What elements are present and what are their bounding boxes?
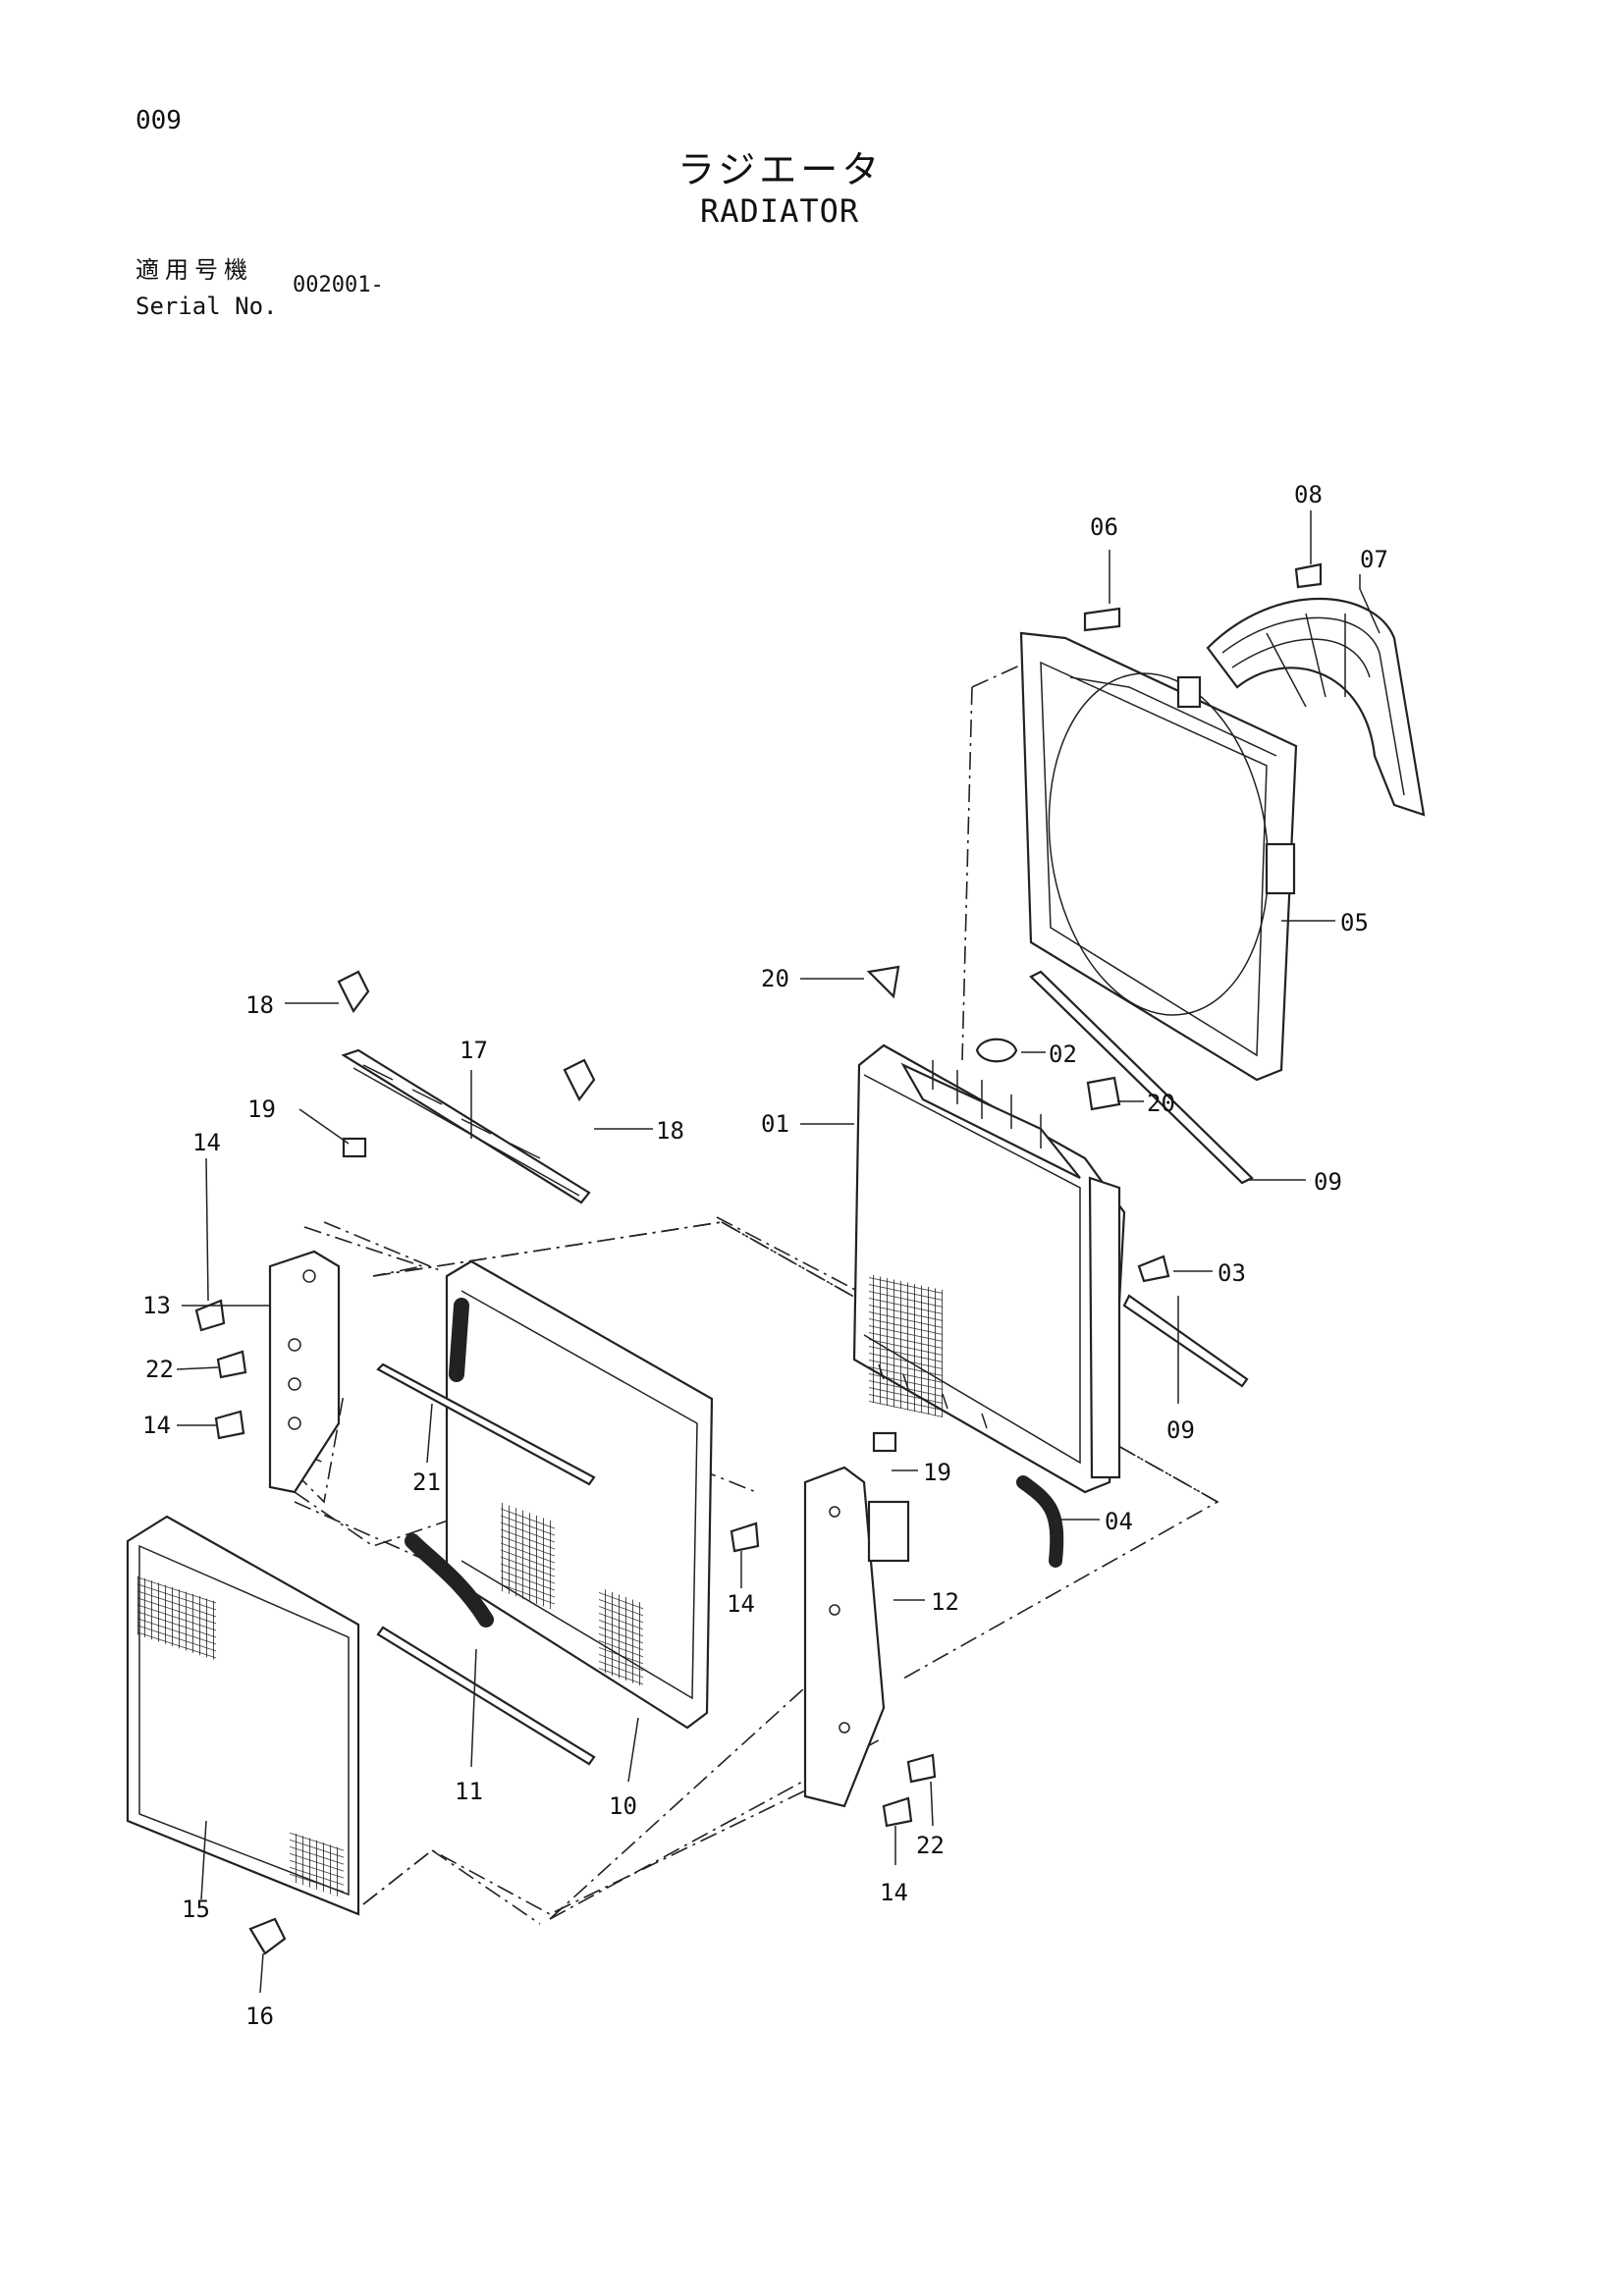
part-21-seal-bar	[376, 1362, 596, 1486]
part-04-hose	[1016, 1475, 1064, 1568]
callout-14-middle: 14	[727, 1590, 755, 1618]
callout-leader-lines	[176, 510, 1380, 1994]
part-11-seal-bar	[376, 1626, 596, 1766]
callout-14-top: 14	[192, 1129, 221, 1156]
part-10-oil-cooler	[405, 1259, 714, 1730]
part-16-wing-bolt	[248, 1917, 287, 1955]
callout-18-right: 18	[656, 1117, 684, 1145]
callout-19-right: 19	[923, 1459, 951, 1486]
callout-20-right: 20	[1147, 1090, 1175, 1117]
part-17-stay	[341, 1048, 591, 1204]
callout-20-top: 20	[761, 965, 789, 992]
serial-label-english: Serial No.	[135, 293, 278, 320]
part-14-bolt-b	[214, 1410, 245, 1440]
part-09-seal-strips	[1029, 970, 1254, 1388]
part-14-bolt-d	[882, 1796, 913, 1828]
callout-14-left: 14	[142, 1412, 171, 1439]
part-14-bolt-a	[194, 1299, 226, 1332]
callout-19-left: 19	[247, 1095, 276, 1123]
callout-15: 15	[182, 1896, 210, 1923]
part-12-bracket-right	[803, 1466, 910, 1808]
part-18-wing-bolt-left	[337, 970, 370, 1014]
callout-09-top: 09	[1314, 1168, 1342, 1196]
callout-21: 21	[412, 1468, 441, 1496]
callout-18-left: 18	[245, 991, 274, 1019]
callout-14-bottom: 14	[880, 1879, 908, 1906]
part-07-fan-guard	[1206, 597, 1426, 817]
callout-02: 02	[1049, 1041, 1077, 1068]
callout-11: 11	[455, 1778, 483, 1805]
part-19-nut-right	[872, 1431, 897, 1453]
part-22-bolt-b	[906, 1753, 937, 1784]
callout-12: 12	[931, 1588, 959, 1616]
page-title-japanese: ラジエータ	[677, 148, 884, 191]
serial-number-range: 002001-	[293, 273, 384, 297]
part-02-cap	[975, 1038, 1018, 1063]
part-15-screen	[126, 1515, 360, 1916]
part-14-bolt-c	[730, 1522, 760, 1553]
part-01-radiator	[852, 1043, 1126, 1494]
part-05-fan-shroud	[1019, 631, 1298, 1082]
part-08-bolt	[1294, 562, 1323, 589]
part-03-wing-bolt	[1137, 1255, 1170, 1283]
callout-17: 17	[460, 1037, 488, 1064]
callout-06: 06	[1090, 513, 1118, 541]
page-number: 009	[135, 106, 182, 135]
part-20-cushion-top	[866, 965, 900, 999]
callout-04: 04	[1105, 1508, 1133, 1535]
callout-01: 01	[761, 1110, 789, 1138]
callout-22-left: 22	[145, 1356, 174, 1383]
callout-03: 03	[1218, 1259, 1246, 1287]
callout-22-right: 22	[916, 1832, 945, 1859]
callout-13: 13	[142, 1292, 171, 1319]
callout-16: 16	[245, 2002, 274, 2030]
part-22-bolt-a	[216, 1350, 247, 1379]
part-19-nut-left	[342, 1137, 367, 1158]
part-18-wing-bolt-right	[563, 1058, 596, 1102]
part-13-bracket-left	[268, 1250, 341, 1494]
serial-label-japanese: 適用号機	[135, 256, 253, 284]
part-20-cushion-right	[1086, 1076, 1121, 1111]
page-title-english: RADIATOR	[700, 192, 860, 230]
callout-07: 07	[1360, 546, 1388, 573]
part-06-bolt	[1083, 607, 1121, 632]
callout-10: 10	[609, 1792, 637, 1820]
callout-05: 05	[1340, 909, 1369, 936]
callout-08: 08	[1294, 481, 1323, 508]
callout-09-bottom: 09	[1166, 1416, 1195, 1444]
callout-labels: 06 08 07 05 02 20 09 20 01 03 09 04 19 1…	[142, 481, 1388, 2030]
